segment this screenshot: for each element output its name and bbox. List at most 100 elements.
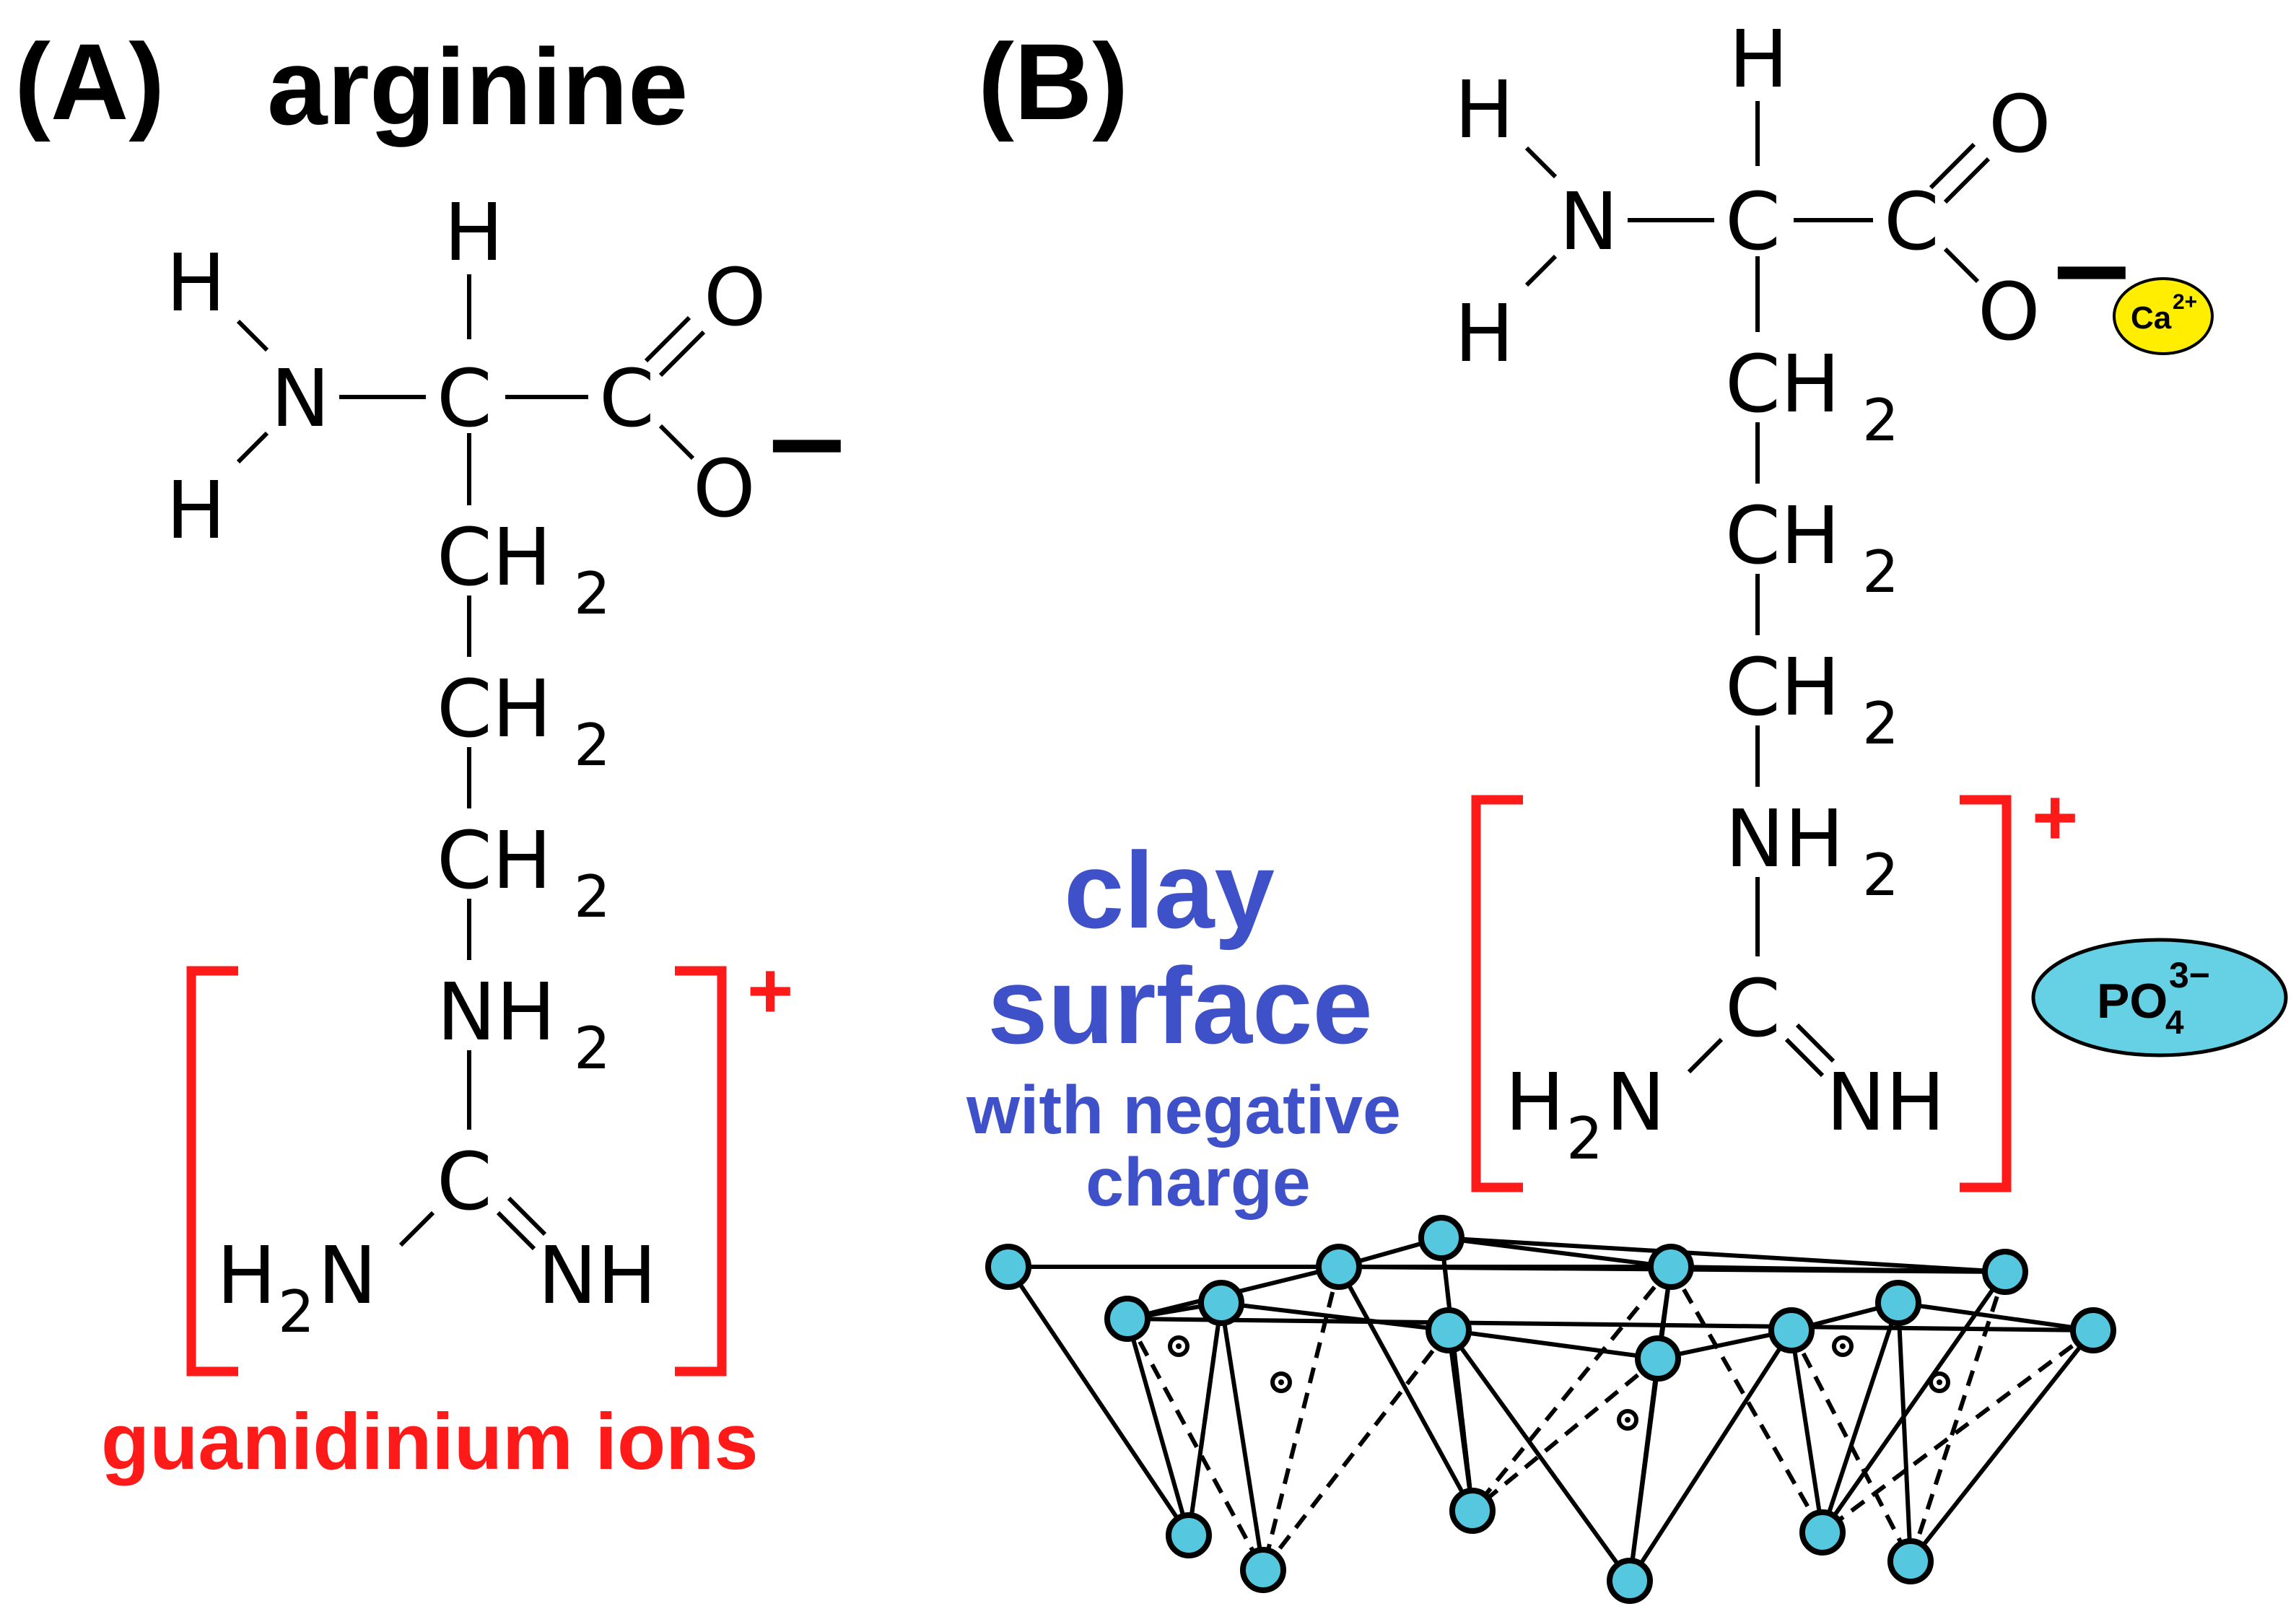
lattice-bond [1820, 1270, 2007, 1534]
lattice-bond [1908, 1329, 2095, 1563]
phosphate-subscript: 4 [2165, 1003, 2184, 1041]
charge-plus-b: + [2032, 773, 2078, 862]
clay-line-2: surface [987, 945, 1373, 1066]
atom-h2n-n: N [318, 1229, 377, 1322]
phosphate-ion: PO 4 3− [2031, 938, 2288, 1057]
atom-nh-right: NH [1826, 1056, 1945, 1148]
subscript-2: 2 [1862, 387, 1899, 454]
atom-ch-1: CH [437, 511, 552, 603]
lattice-atom-node [985, 1244, 1031, 1290]
bracket-left-b [1471, 795, 1523, 1192]
atom-h2n-h: H [217, 1229, 276, 1322]
lattice-atom-node [1768, 1307, 1815, 1353]
atom-h-top: H [1729, 13, 1789, 105]
atom-h-left-top: H [1454, 64, 1514, 156]
atom-o-negative-charge: − [761, 380, 852, 506]
lattice-bond [1898, 1301, 2094, 1332]
bracket-right-b [1960, 795, 2012, 1192]
calcium-charge: 2+ [2173, 290, 2197, 314]
subscript-2: 2 [1862, 538, 1899, 606]
atom-h-top: H [444, 186, 504, 279]
bracket-right-a [675, 966, 727, 1377]
arginine-molecule-b: H H H N C C O O − CH 2 CH 2 CH 2 NH 2 C … [1454, 13, 2137, 1172]
lattice-atom-node [1449, 1488, 1496, 1534]
lattice-bond [1219, 1302, 1265, 1571]
lattice-atom-node [1635, 1335, 1681, 1382]
lattice-atom-node [1799, 1509, 1846, 1556]
lattice-atom-node [1104, 1296, 1151, 1342]
lattice-bond [1337, 1265, 1475, 1512]
clay-line-1: clay [1064, 829, 1275, 951]
phosphate-charge: 3− [2169, 955, 2210, 995]
lattice-bond [1006, 1265, 1191, 1537]
lattice-atom-node [1887, 1538, 1934, 1584]
lattice-atom-node [1875, 1280, 1921, 1326]
lattice-atom-node [1166, 1512, 1212, 1558]
atom-o-double: O [1989, 78, 2051, 170]
calcium-ion: Ca 2+ [2113, 277, 2214, 355]
clay-surface-label: clay surface with negative charge [966, 829, 1401, 1221]
atom-n-amine: N [271, 352, 330, 445]
lattice-atom-node [2070, 1307, 2116, 1353]
calcium-label: Ca [2131, 300, 2172, 336]
panel-b: (B) H H H N C C O O − CH 2 CH 2 CH 2 NH … [966, 13, 2288, 1604]
atom-ch-3: CH [437, 814, 552, 907]
clay-lattice [985, 1215, 2116, 1604]
lattice-interstitial-core [1840, 1343, 1846, 1349]
panel-a: (A) arginine H H H N C C O O − CH 2 CH 2… [14, 21, 852, 1486]
atom-nh-right: NH [538, 1229, 657, 1322]
atom-h2n-n: N [1606, 1056, 1665, 1148]
lattice-atom-node [1607, 1558, 1653, 1604]
lattice-interstitial-core [1625, 1417, 1631, 1423]
atom-ch-3: CH [1725, 641, 1841, 733]
guanidinium-caption: guanidinium ions [101, 1397, 759, 1486]
atom-ch-2: CH [1725, 489, 1841, 582]
subscript-2: 2 [574, 1015, 611, 1082]
panel-a-label: (A) [14, 21, 165, 142]
atom-h2n-h: H [1505, 1056, 1565, 1148]
lattice-atom-node [1240, 1547, 1286, 1593]
atom-c-alpha: C [437, 352, 492, 445]
lattice-bond-dashed [1125, 1317, 1265, 1571]
lattice-bond-dashed [1471, 1356, 1659, 1513]
bonds-b [1524, 101, 1991, 1078]
clay-line-4: charge [1086, 1144, 1311, 1221]
lattice-bond [1446, 1329, 1632, 1582]
atom-c-guan: C [1725, 962, 1781, 1055]
atom-c-guan: C [437, 1135, 492, 1228]
lattice-bond [1125, 1318, 1191, 1536]
lattice-bond [1187, 1302, 1223, 1536]
subscript-2: 2 [1862, 842, 1899, 909]
lattice-interstitial-core [1176, 1343, 1182, 1349]
lattice-bond [1789, 1330, 1825, 1533]
lattice-atom-node [1982, 1249, 2028, 1295]
lattice-bond-dashed [1470, 1265, 1673, 1512]
arginine-molecule-a: H H H N C C O O − CH 2 CH 2 CH 2 NH 2 C … [166, 186, 852, 1345]
clay-line-3: with negative [966, 1072, 1401, 1148]
atom-c-carboxyl: C [599, 352, 655, 445]
lattice-interstitial-core [1278, 1379, 1284, 1385]
subscript-2: 2 [574, 712, 611, 779]
bonds-a [236, 274, 706, 1251]
atom-nh: NH [437, 966, 556, 1058]
subscript-2: 2 [1862, 690, 1899, 757]
atom-c-alpha: C [1725, 175, 1781, 268]
bracket-left-a [186, 966, 238, 1377]
atom-h-left-top: H [166, 237, 226, 329]
lattice-bond [1896, 1302, 1913, 1562]
atom-h-left-bottom: H [166, 464, 226, 557]
lattice-bond [1221, 1301, 1449, 1332]
lattice-atom-node [1418, 1215, 1465, 1261]
phosphate-label: PO [2097, 974, 2168, 1029]
subscript-2: 2 [278, 1278, 315, 1345]
subscript-2: 2 [574, 863, 611, 930]
lattice-bond [1448, 1328, 1659, 1361]
lattice-atom-node [1316, 1244, 1362, 1290]
lattice-bond [1441, 1236, 2006, 1274]
lattice-bond [1127, 1317, 2094, 1332]
lattice-atom-node [1198, 1280, 1244, 1326]
lattice-interstitial-core [1937, 1379, 1942, 1385]
panel-a-title: arginine [267, 26, 688, 147]
lattice-bond [1441, 1236, 1672, 1269]
subscript-2: 2 [574, 560, 611, 627]
